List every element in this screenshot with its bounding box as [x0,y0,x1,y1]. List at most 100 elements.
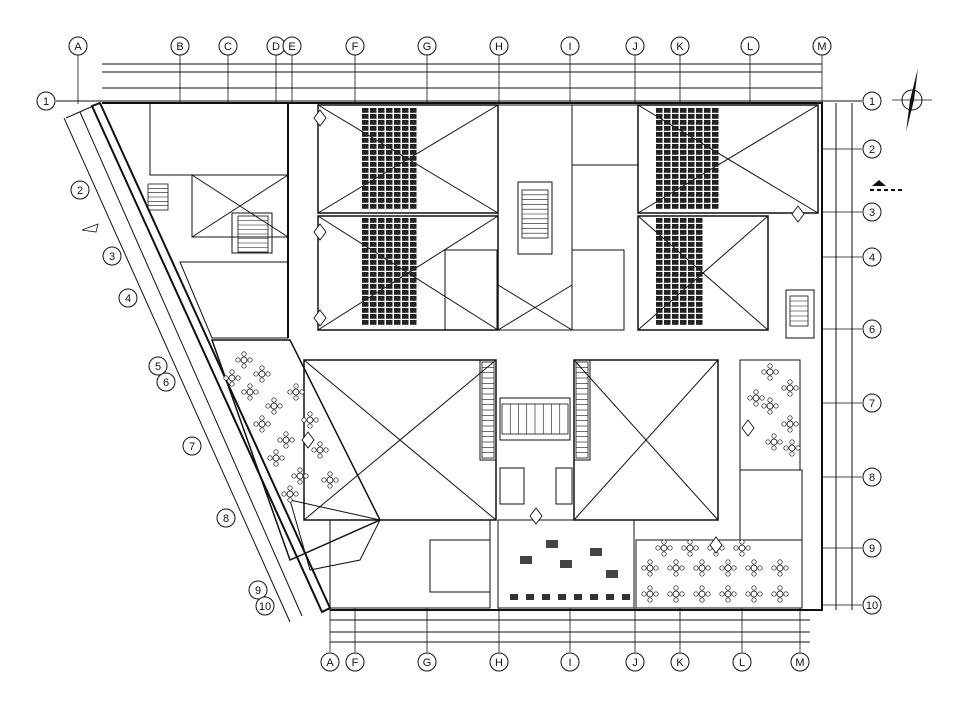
grid-bubble-left-2: 2 [70,180,90,200]
theater-4-seating [656,218,703,325]
central-stair [521,189,549,239]
door-marker [313,109,327,127]
grid-bubble-right-1-label: 1 [869,96,875,108]
grid-bubble-left-1: 1 [36,91,56,111]
grid-bubble-top-e: E [282,36,302,56]
grid-bubble-left-6-label: 6 [163,377,169,389]
grid-bubble-left-2-label: 2 [77,185,83,197]
theater-1-seating [362,108,417,209]
grid-bubble-top-c-label: C [224,41,232,53]
cafeteria-left-tables [223,351,339,503]
grid-bubble-top-e-label: E [288,41,295,53]
grid-bubble-right-6-label: 6 [869,324,875,336]
door-marker [313,309,327,327]
grid-bubble-bottom-j: J [625,652,645,672]
grid-bubble-bottom-g: G [417,652,437,672]
grid-bubble-right-7-label: 7 [869,398,875,410]
west-stair [237,215,269,253]
grid-bubble-top-d: D [266,36,286,56]
atrium-stair [501,403,569,435]
grid-bubble-right-8: 8 [862,467,882,487]
grid-bubble-bottom-k: K [670,652,690,672]
grid-bubble-left-5: 5 [148,356,168,376]
grid-bubble-left-8-label: 8 [223,513,229,525]
grid-bubble-left-7-label: 7 [189,441,195,453]
grid-bubble-right-7: 7 [862,393,882,413]
grid-bubble-bottom-k-label: K [676,657,684,669]
grid-bubble-top-a-label: A [74,41,82,53]
north-arrow-icon [892,68,932,132]
grid-bubble-top-j: J [625,36,645,56]
grid-bubble-right-4-label: 4 [869,252,875,264]
grid-bubble-left-1-label: 1 [43,96,49,108]
grid-bubble-right-10-label: 10 [866,600,878,612]
grid-bubble-bottom-l-label: L [739,657,745,669]
theater-3-seating [656,108,719,209]
grid-bubble-right-9: 9 [862,538,882,558]
grid-bubble-top-j-label: J [632,41,638,53]
grid-bubble-top-k: K [670,36,690,56]
grid-bubble-left-10-label: 10 [259,601,271,613]
grid-bubble-bottom-j-label: J [632,657,638,669]
grid-bubble-bottom-h: H [489,652,509,672]
door-marker [313,223,327,241]
grid-bubble-top-f: F [345,36,365,56]
grid-bubble-bottom-i-label: I [568,657,571,669]
grid-bubble-right-1: 1 [862,91,882,111]
grid-bubble-bottom-a-label: A [326,657,334,669]
door-marker [529,507,543,525]
section-arrow-icon [870,180,904,191]
grid-bubble-left-7: 7 [182,436,202,456]
escalator-right [575,361,589,459]
grid-bubble-top-h-label: H [495,41,503,53]
food-court-tables [641,539,789,603]
grid-bubble-right-2-label: 2 [869,144,875,156]
grid-bubble-left-8: 8 [216,508,236,528]
grid-bubble-left-6: 6 [156,372,176,392]
grid-bubble-top-i-label: I [568,41,571,53]
grid-bubble-top-g-label: G [423,41,432,53]
gym-equipment [510,540,630,600]
grid-bubble-left-3-label: 3 [109,251,115,263]
grid-bubble-left-4-label: 4 [125,293,131,305]
grid-bubble-left-9-label: 9 [255,585,261,597]
grid-bubble-top-b-label: B [176,41,183,53]
grid-bubble-left-5-label: 5 [155,361,161,373]
grid-bubble-top-l: L [740,36,760,56]
grid-bubble-bottom-l: L [732,652,752,672]
grid-bubble-bottom-a: A [320,652,340,672]
grid-bubble-bottom-m-label: M [795,657,804,669]
grid-bubble-top-g: G [417,36,437,56]
theater-2-seating [362,218,417,325]
grid-bubble-left-3: 3 [102,246,122,266]
escalator-left [481,361,495,459]
section-arrow-left-icon [81,223,99,233]
grid-bubble-top-h: H [489,36,509,56]
grid-bubble-right-2: 2 [862,139,882,159]
grid-bubble-right-8-label: 8 [869,472,875,484]
door-marker [791,205,805,223]
grid-bubble-right-3: 3 [862,202,882,222]
grid-bubble-top-l-label: L [747,41,753,53]
grid-bubble-top-m-label: M [817,41,826,53]
cafeteria-right-tables [747,363,801,457]
grid-bubble-right-6: 6 [862,319,882,339]
grid-bubble-top-c: C [218,36,238,56]
grid-bubble-top-b: B [170,36,190,56]
grid-bubble-bottom-h-label: H [495,657,503,669]
door-marker [709,536,723,554]
grid-bubble-top-m: M [812,36,832,56]
grid-bubble-left-9: 9 [248,580,268,600]
grid-bubble-left-10: 10 [255,596,275,616]
grid-bubble-left-4: 4 [118,288,138,308]
grid-bubble-bottom-i: I [560,652,580,672]
grid-bubble-top-f-label: F [352,41,359,53]
grid-bubble-top-a: A [68,36,88,56]
door-marker [301,431,315,449]
northwest-stair [147,183,169,211]
grid-bubble-right-10: 10 [862,595,882,615]
grid-bubble-bottom-f-label: F [352,657,359,669]
grid-bubble-bottom-f: F [345,652,365,672]
grid-bubble-top-k-label: K [676,41,684,53]
door-marker [741,419,755,437]
